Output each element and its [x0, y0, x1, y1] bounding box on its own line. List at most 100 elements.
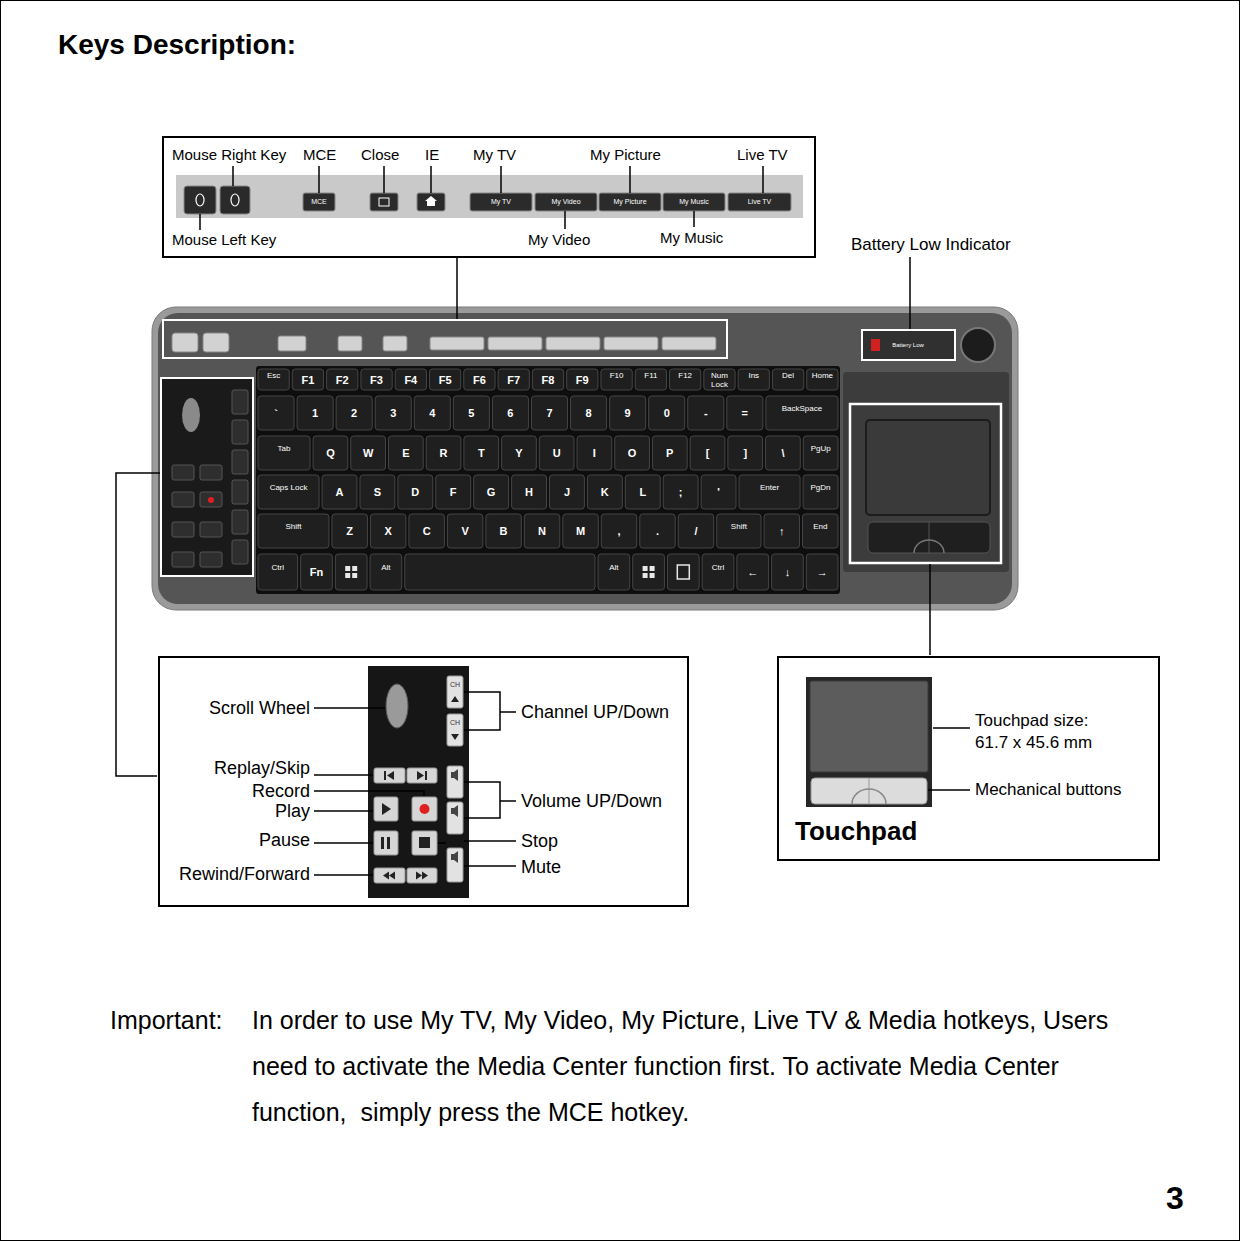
- leader-line: [314, 842, 373, 844]
- media-key: [200, 522, 222, 537]
- touchpad-zoom: [806, 677, 932, 807]
- keycap-legend: Shift: [258, 522, 329, 531]
- keycap-legend: L: [625, 485, 660, 499]
- callout-label: Channel UP/Down: [521, 701, 669, 723]
- key-bed: [256, 366, 840, 594]
- touchpad-surface: [810, 681, 928, 772]
- keyboard-panel: [158, 313, 1012, 604]
- callout-label: Scroll Wheel: [150, 697, 310, 719]
- rewind-symbol: [383, 872, 395, 880]
- key: [625, 475, 660, 509]
- hotkey: [599, 193, 661, 211]
- record-key: [412, 797, 437, 821]
- leader-line: [928, 789, 970, 791]
- keycap-legend: [: [690, 446, 725, 460]
- key: [806, 554, 838, 590]
- touchpad-outline: [850, 404, 1001, 563]
- hotkey: [278, 336, 306, 351]
- key: [258, 369, 289, 390]
- key: [498, 369, 529, 390]
- keycap-legend: Del: [772, 371, 803, 380]
- keycap-legend: Fn: [301, 565, 333, 579]
- key: [258, 436, 310, 470]
- keycap-legend: F12: [670, 371, 701, 380]
- media-key: [172, 492, 194, 507]
- hotkey: [303, 193, 335, 211]
- keycap-legend: 9: [610, 406, 646, 420]
- button-divider: [929, 522, 930, 553]
- keycap-legend: ↓: [772, 565, 804, 579]
- callout-label: Mouse Right Key: [172, 146, 286, 164]
- media-callout: Scroll WheelReplay/SkipRecordPlayPauseRe…: [158, 656, 689, 907]
- key: [571, 396, 607, 430]
- touchpad-callout: Touchpad size: 61.7 x 45.6 mmMechanical …: [777, 656, 1160, 861]
- stop-key: [412, 831, 437, 855]
- forward-key: [407, 868, 437, 883]
- callout-label: My TV: [473, 146, 516, 164]
- leader-line: [314, 774, 373, 776]
- key: [398, 475, 433, 509]
- keycap-legend: 5: [453, 406, 489, 420]
- key: [633, 554, 665, 590]
- callout-label: Stop: [521, 830, 558, 852]
- record-symbol: [420, 804, 430, 814]
- keycap-legend: 4: [414, 406, 450, 420]
- key: [766, 396, 838, 430]
- home-icon: [425, 196, 437, 206]
- keycap-legend: 3: [375, 406, 411, 420]
- button-divider: [869, 778, 870, 804]
- keycap-legend: F10: [601, 371, 632, 380]
- keycap-legend: End: [803, 522, 838, 531]
- side-key: [232, 540, 248, 564]
- hotkey: [663, 193, 725, 211]
- keycap-legend: F6: [464, 373, 495, 387]
- keycap-legend: ,: [601, 524, 636, 538]
- callout-label: Mute: [521, 856, 561, 878]
- leader-line: [199, 214, 201, 230]
- skip-symbol: [417, 771, 427, 780]
- bracket: [464, 692, 500, 730]
- touchpad-well: [843, 372, 1009, 572]
- key: [772, 369, 803, 390]
- keycap-legend: Alt: [598, 563, 630, 572]
- media-hotkey: [662, 337, 716, 350]
- keycap-legend: /: [678, 524, 713, 538]
- touchpad-surface: [866, 420, 990, 515]
- keycap-legend: 7: [531, 406, 567, 420]
- key: [370, 554, 402, 590]
- callout-label: My Music: [660, 229, 723, 247]
- key: [258, 514, 329, 548]
- keycap-legend: E: [388, 446, 423, 460]
- keycap-legend: PgDn: [803, 483, 838, 492]
- key: [327, 369, 358, 390]
- key: [652, 436, 687, 470]
- media-hotkey: [488, 337, 542, 350]
- mouse-left-key: [184, 186, 216, 214]
- key: [336, 396, 372, 430]
- keycap-legend: U: [539, 446, 574, 460]
- keycap-legend: R: [426, 446, 461, 460]
- side-key: [232, 480, 248, 504]
- play-key: [374, 797, 398, 821]
- keycap-legend: F9: [567, 373, 598, 387]
- leader-line: [314, 810, 373, 812]
- keycap-legend: Tab: [258, 444, 310, 453]
- key: [727, 396, 763, 430]
- key: [764, 514, 799, 548]
- hotkey-strip-zoom: [176, 175, 803, 218]
- media-key: [172, 522, 194, 537]
- key: [429, 369, 460, 390]
- record-dot: [208, 497, 214, 503]
- key: [807, 369, 838, 390]
- keycap-legend: 2: [336, 406, 372, 420]
- keycap-legend: J: [550, 485, 585, 499]
- button-arc: [914, 540, 944, 553]
- forward-symbol: [416, 872, 428, 880]
- keycap-legend: Q: [313, 446, 348, 460]
- key: [258, 396, 294, 430]
- keycap-legend: Ctrl: [258, 563, 298, 572]
- mouse-right-key: [220, 186, 250, 214]
- key: [426, 436, 461, 470]
- key: [567, 369, 598, 390]
